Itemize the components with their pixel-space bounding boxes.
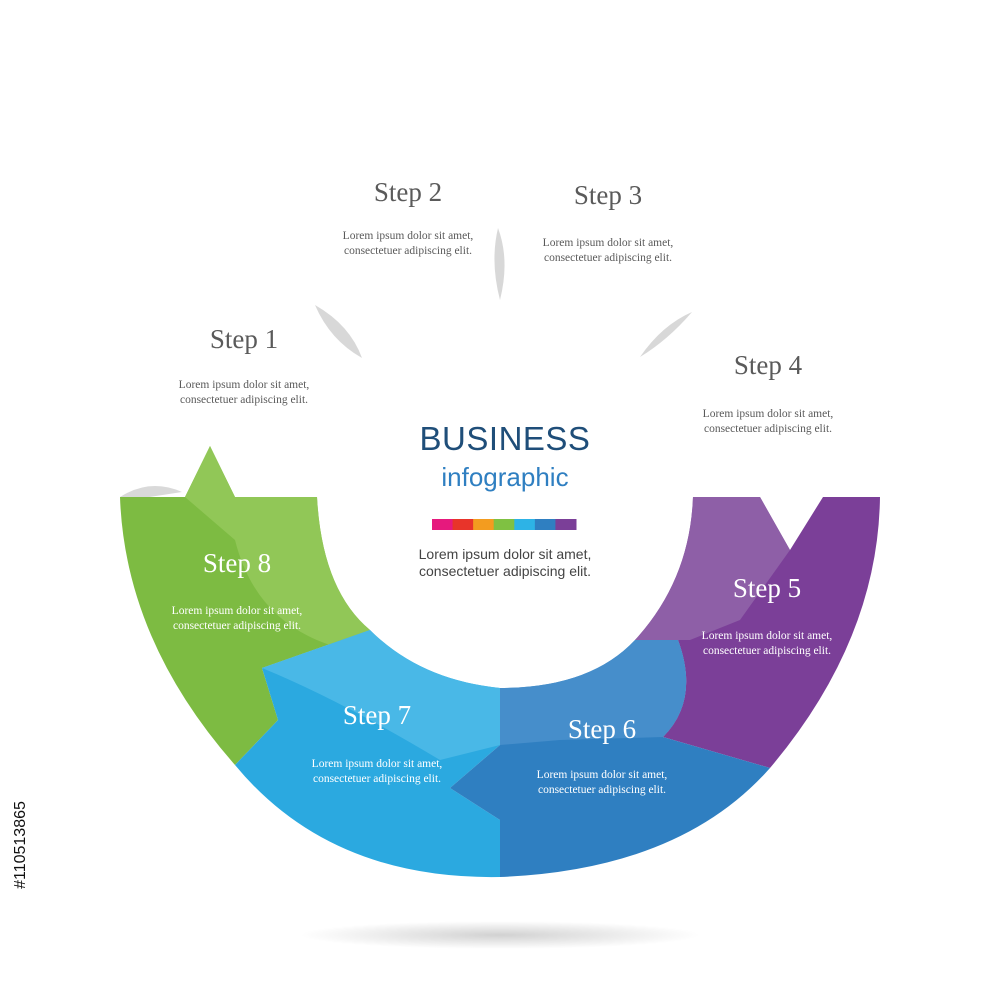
step-1-text: Lorem ipsum dolor sit amet, consectetuer… bbox=[178, 379, 310, 406]
step-8-text: Lorem ipsum dolor sit amet, consectetuer… bbox=[171, 605, 303, 632]
step-3-label: Step 3 bbox=[573, 180, 643, 210]
step-2-fold-flap bbox=[494, 228, 505, 300]
color-bar-swatch bbox=[432, 519, 454, 530]
step-1-label: Step 1 bbox=[209, 324, 279, 354]
step-4-text: Lorem ipsum dolor sit amet, consectetuer… bbox=[702, 408, 834, 435]
step-5-highlight bbox=[635, 497, 790, 640]
color-bar-swatch bbox=[534, 519, 556, 530]
center-description: Lorem ipsum dolor sit amet, consectetuer… bbox=[418, 546, 592, 579]
step-7-label: Step 7 bbox=[342, 700, 412, 730]
stock-id-credit: #110513865 bbox=[12, 801, 29, 889]
step-3-fold-flap bbox=[640, 312, 692, 357]
color-bar-swatch bbox=[493, 519, 515, 530]
step-2-text: Lorem ipsum dolor sit amet, consectetuer… bbox=[342, 230, 474, 257]
step-8-highlight bbox=[185, 446, 370, 645]
step-8-label: Step 8 bbox=[202, 548, 272, 578]
step-7-text: Lorem ipsum dolor sit amet, consectetuer… bbox=[311, 758, 443, 785]
center-title: BUSINESS bbox=[419, 420, 591, 457]
step-4-label: Step 4 bbox=[733, 350, 803, 380]
step-1-shadow bbox=[120, 486, 182, 500]
color-bar-swatch bbox=[473, 519, 495, 530]
color-bar-swatch bbox=[555, 519, 577, 530]
color-bar-swatch bbox=[452, 519, 474, 530]
floor-shadow bbox=[300, 921, 700, 949]
center-color-bar bbox=[432, 519, 577, 530]
step-2-label: Step 2 bbox=[373, 177, 443, 207]
step-5-label: Step 5 bbox=[732, 573, 802, 603]
step-7-highlight bbox=[262, 630, 500, 760]
step-6-highlight bbox=[500, 640, 687, 745]
center-subtitle: infographic bbox=[441, 462, 569, 492]
step-6-label: Step 6 bbox=[567, 714, 637, 744]
step-5-text: Lorem ipsum dolor sit amet, consectetuer… bbox=[701, 630, 833, 657]
step-1-fold-flap bbox=[315, 305, 362, 358]
step-3-text: Lorem ipsum dolor sit amet, consectetuer… bbox=[542, 237, 674, 264]
step-6-text: Lorem ipsum dolor sit amet, consectetuer… bbox=[536, 769, 668, 796]
color-bar-swatch bbox=[514, 519, 536, 530]
